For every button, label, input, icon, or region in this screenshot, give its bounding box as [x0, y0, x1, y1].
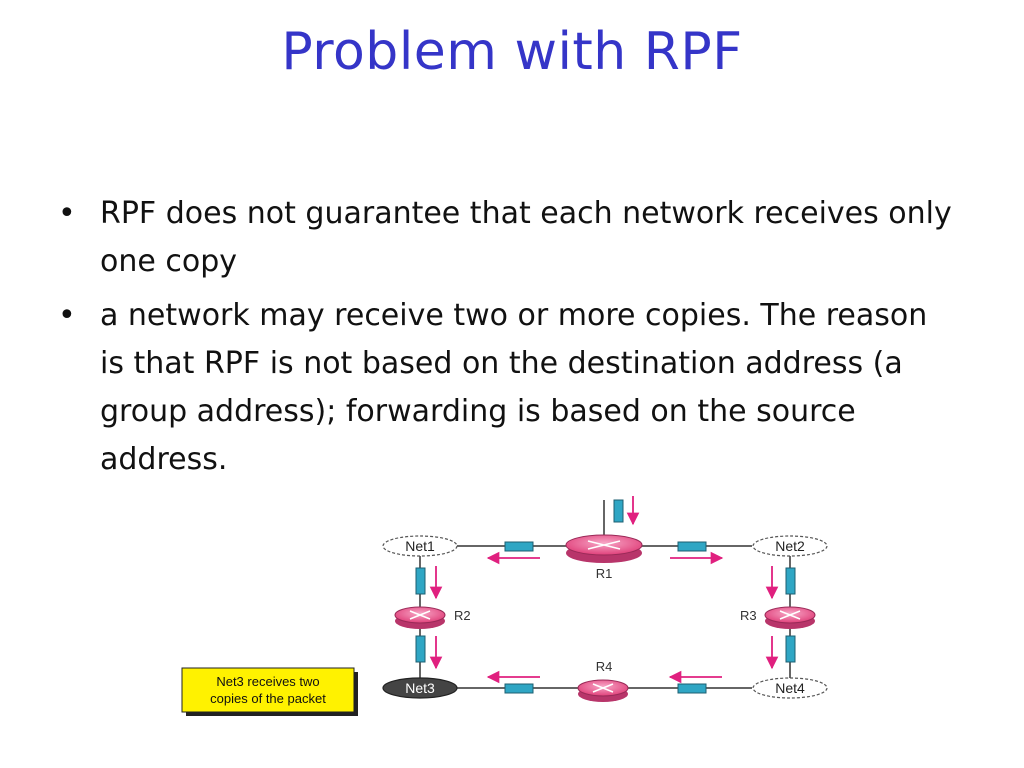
- network-net4: [752, 677, 828, 699]
- port-r1-source: [613, 499, 624, 523]
- bullet-list: RPF does not guarantee that each network…: [58, 190, 958, 490]
- router-r4: [577, 679, 629, 702]
- router-r3: [764, 606, 816, 629]
- port-r4-net4: [677, 683, 707, 694]
- router-r2: [394, 606, 446, 629]
- net2-label: Net2: [775, 538, 805, 554]
- router-r1: [565, 534, 643, 563]
- r1-label: R1: [596, 566, 613, 581]
- callout-box: Net3 receives two copies of the packet: [181, 667, 358, 716]
- port-r2-net1: [415, 567, 426, 595]
- port-r1-net2: [677, 541, 707, 552]
- r4-label: R4: [596, 659, 613, 674]
- port-r3-net2: [785, 567, 796, 595]
- network-net3: [382, 677, 458, 699]
- net4-label: Net4: [775, 680, 805, 696]
- bullet-item: a network may receive two or more copies…: [58, 292, 958, 484]
- network-net1: [382, 535, 458, 557]
- network-net2: [752, 535, 828, 557]
- callout-line-2: copies of the packet: [210, 691, 326, 706]
- net3-label: Net3: [405, 680, 435, 696]
- callout-line-1: Net3 receives two: [216, 674, 319, 689]
- r3-label: R3: [740, 608, 757, 623]
- slide-title: Problem with RPF: [281, 22, 743, 82]
- bullet-item: RPF does not guarantee that each network…: [58, 190, 958, 286]
- packet-arrows: [429, 496, 779, 684]
- port-r3-net4: [785, 635, 796, 663]
- interface-ports: [415, 499, 796, 694]
- port-r2-net3: [415, 635, 426, 663]
- port-r4-net3: [504, 683, 534, 694]
- net1-label: Net1: [405, 538, 435, 554]
- port-r1-net1: [504, 541, 534, 552]
- r2-label: R2: [454, 608, 471, 623]
